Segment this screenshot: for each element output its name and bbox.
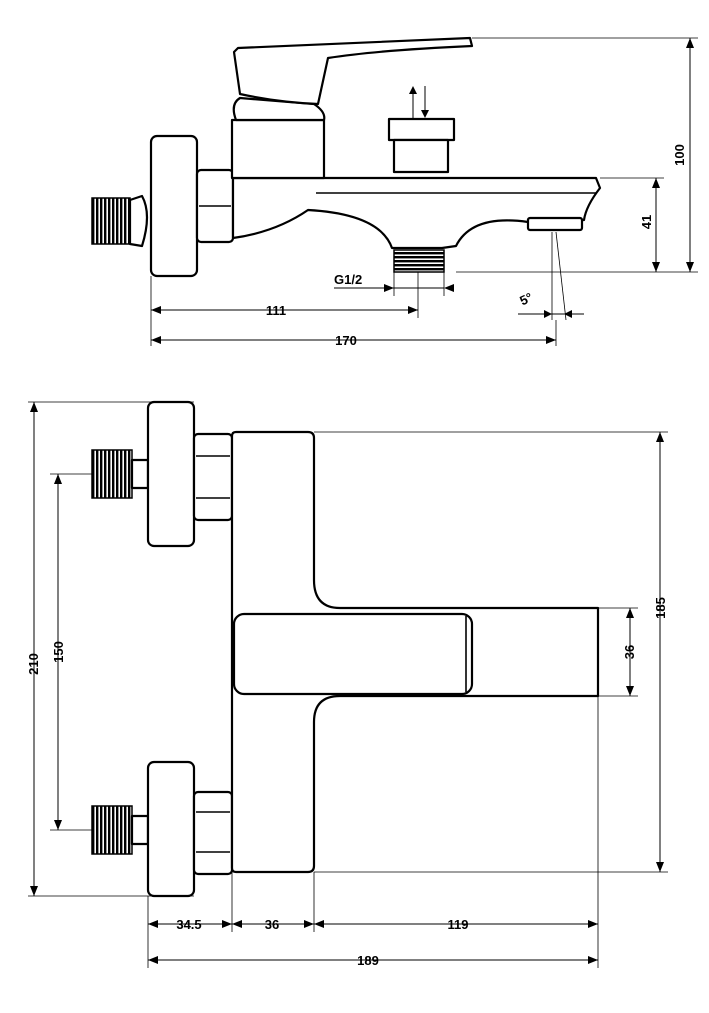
front-top-hex-nut bbox=[192, 432, 234, 522]
side-lever-handle bbox=[232, 36, 474, 106]
side-thread-label: G1/2 bbox=[334, 272, 362, 287]
front-top-inlet-ring bbox=[130, 458, 150, 490]
front-view: 210 150 185 36 34.5 36 bbox=[26, 400, 668, 968]
front-dim-34-5: 34.5 bbox=[176, 917, 201, 932]
front-bottom-inlet-ring bbox=[130, 814, 150, 846]
side-dim-111: 111 bbox=[266, 303, 286, 318]
side-dim-170: 170 bbox=[335, 333, 357, 348]
front-dim-185: 185 bbox=[653, 597, 668, 619]
front-bottom-hex-nut bbox=[192, 790, 234, 876]
front-dim-119: 119 bbox=[448, 917, 469, 932]
side-diverter-knob bbox=[387, 117, 456, 142]
side-cover-flange bbox=[149, 134, 199, 278]
side-body bbox=[231, 176, 602, 250]
side-angle-label: 5° bbox=[517, 289, 535, 308]
side-aerator bbox=[526, 216, 584, 232]
side-shower-thread bbox=[393, 249, 445, 273]
front-top-inlet-thread bbox=[91, 449, 133, 499]
front-dim-210: 210 bbox=[26, 653, 41, 675]
side-inlet-connector bbox=[128, 194, 149, 248]
side-cartridge-housing bbox=[230, 118, 326, 180]
front-dim-189: 189 bbox=[357, 953, 379, 968]
front-bottom-flange bbox=[146, 760, 196, 898]
side-view: 100 41 G1/2 5° 111 170 bbox=[91, 36, 698, 348]
front-top-flange bbox=[146, 400, 196, 548]
front-lever-handle bbox=[232, 612, 474, 696]
side-inlet-thread bbox=[91, 197, 131, 245]
front-dim-36-vertical: 36 bbox=[622, 645, 637, 659]
front-bottom-inlet-thread bbox=[91, 805, 133, 855]
side-diverter-stem bbox=[392, 138, 450, 174]
side-dim-100: 100 bbox=[672, 144, 687, 166]
side-dim-41: 41 bbox=[639, 215, 654, 229]
front-dim-36-horizontal: 36 bbox=[265, 917, 279, 932]
front-dim-150: 150 bbox=[51, 641, 66, 663]
